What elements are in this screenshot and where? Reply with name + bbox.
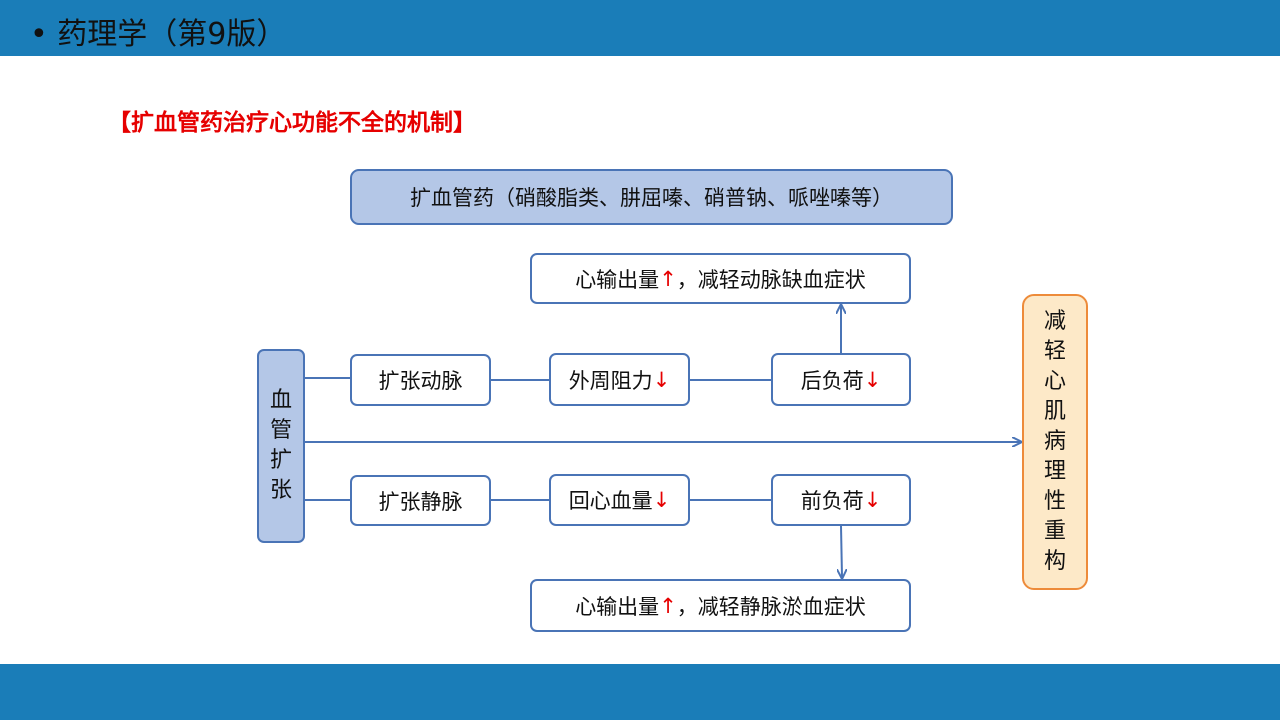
remodeling-char: 理 <box>1043 459 1066 484</box>
remodeling-char: 肌 <box>1043 399 1066 424</box>
remodeling-box: 减 轻 心 肌 病 理 性 重 构 <box>1022 294 1088 590</box>
footer-bar <box>0 664 1280 720</box>
venous-return-label: 回心血量 <box>568 489 653 513</box>
down-arrow-icon: ↓ <box>652 367 671 392</box>
remodeling-char: 重 <box>1043 519 1066 544</box>
dilate-artery-label: 扩张动脉 <box>378 369 463 393</box>
vasodilation-char: 管 <box>269 418 292 443</box>
down-arrow-icon: ↓ <box>863 367 882 392</box>
remodeling-char: 减 <box>1043 309 1066 334</box>
up-arrow-icon: ↑ <box>659 593 677 618</box>
dilate-vein-label: 扩张静脉 <box>378 489 463 514</box>
diagram-heading: 【扩血管药治疗心功能不全的机制】 <box>108 110 476 136</box>
vasodilator-drugs-box: 扩血管药（硝酸脂类、肼屈嗪、硝普钠、哌唑嗪等） <box>350 169 953 225</box>
dilate-vein-box: 扩张静脉 <box>350 475 491 526</box>
preload-box: 前负荷↓ <box>771 474 911 526</box>
dilate-artery-box: 扩张动脉 <box>350 354 491 406</box>
remodeling-char: 构 <box>1043 549 1066 574</box>
up-arrow-icon: ↑ <box>659 266 677 291</box>
remodeling-char: 性 <box>1043 489 1066 514</box>
vasodilation-char: 扩 <box>269 448 292 473</box>
peripheral-resistance-box: 外周阻力↓ <box>549 353 690 406</box>
afterload-label: 后负荷 <box>800 368 864 393</box>
artery-result-post: ，减轻动脉缺血症状 <box>676 267 866 292</box>
artery-result-box: 心输出量↑，减轻动脉缺血症状 <box>530 253 911 304</box>
vasodilation-char: 血 <box>269 388 292 413</box>
header-bar: • 药理学（第9版） <box>0 0 1280 56</box>
vein-result-box: 心输出量↑，减轻静脉淤血症状 <box>530 579 911 632</box>
vein-result-pre: 心输出量 <box>575 594 660 619</box>
remodeling-char: 轻 <box>1043 339 1066 364</box>
remodeling-char: 心 <box>1043 369 1066 394</box>
slide-title: • 药理学（第9版） <box>30 17 287 52</box>
remodeling-char: 病 <box>1043 429 1066 454</box>
vasodilation-box: 血 管 扩 张 <box>257 349 305 543</box>
preload-label: 前负荷 <box>800 489 864 513</box>
artery-result-pre: 心输出量 <box>575 267 660 292</box>
afterload-box: 后负荷↓ <box>771 353 911 406</box>
down-arrow-icon: ↓ <box>863 488 882 512</box>
vein-result-post: ，减轻静脉淤血症状 <box>676 594 866 619</box>
vasodilation-char: 张 <box>269 478 292 503</box>
vasodilator-drugs-label: 扩血管药（硝酸脂类、肼屈嗪、硝普钠、哌唑嗪等） <box>410 186 893 210</box>
arrow-preload-down <box>841 525 842 577</box>
down-arrow-icon: ↓ <box>652 488 671 512</box>
peripheral-resistance-label: 外周阻力 <box>568 368 653 393</box>
venous-return-box: 回心血量↓ <box>549 474 690 526</box>
